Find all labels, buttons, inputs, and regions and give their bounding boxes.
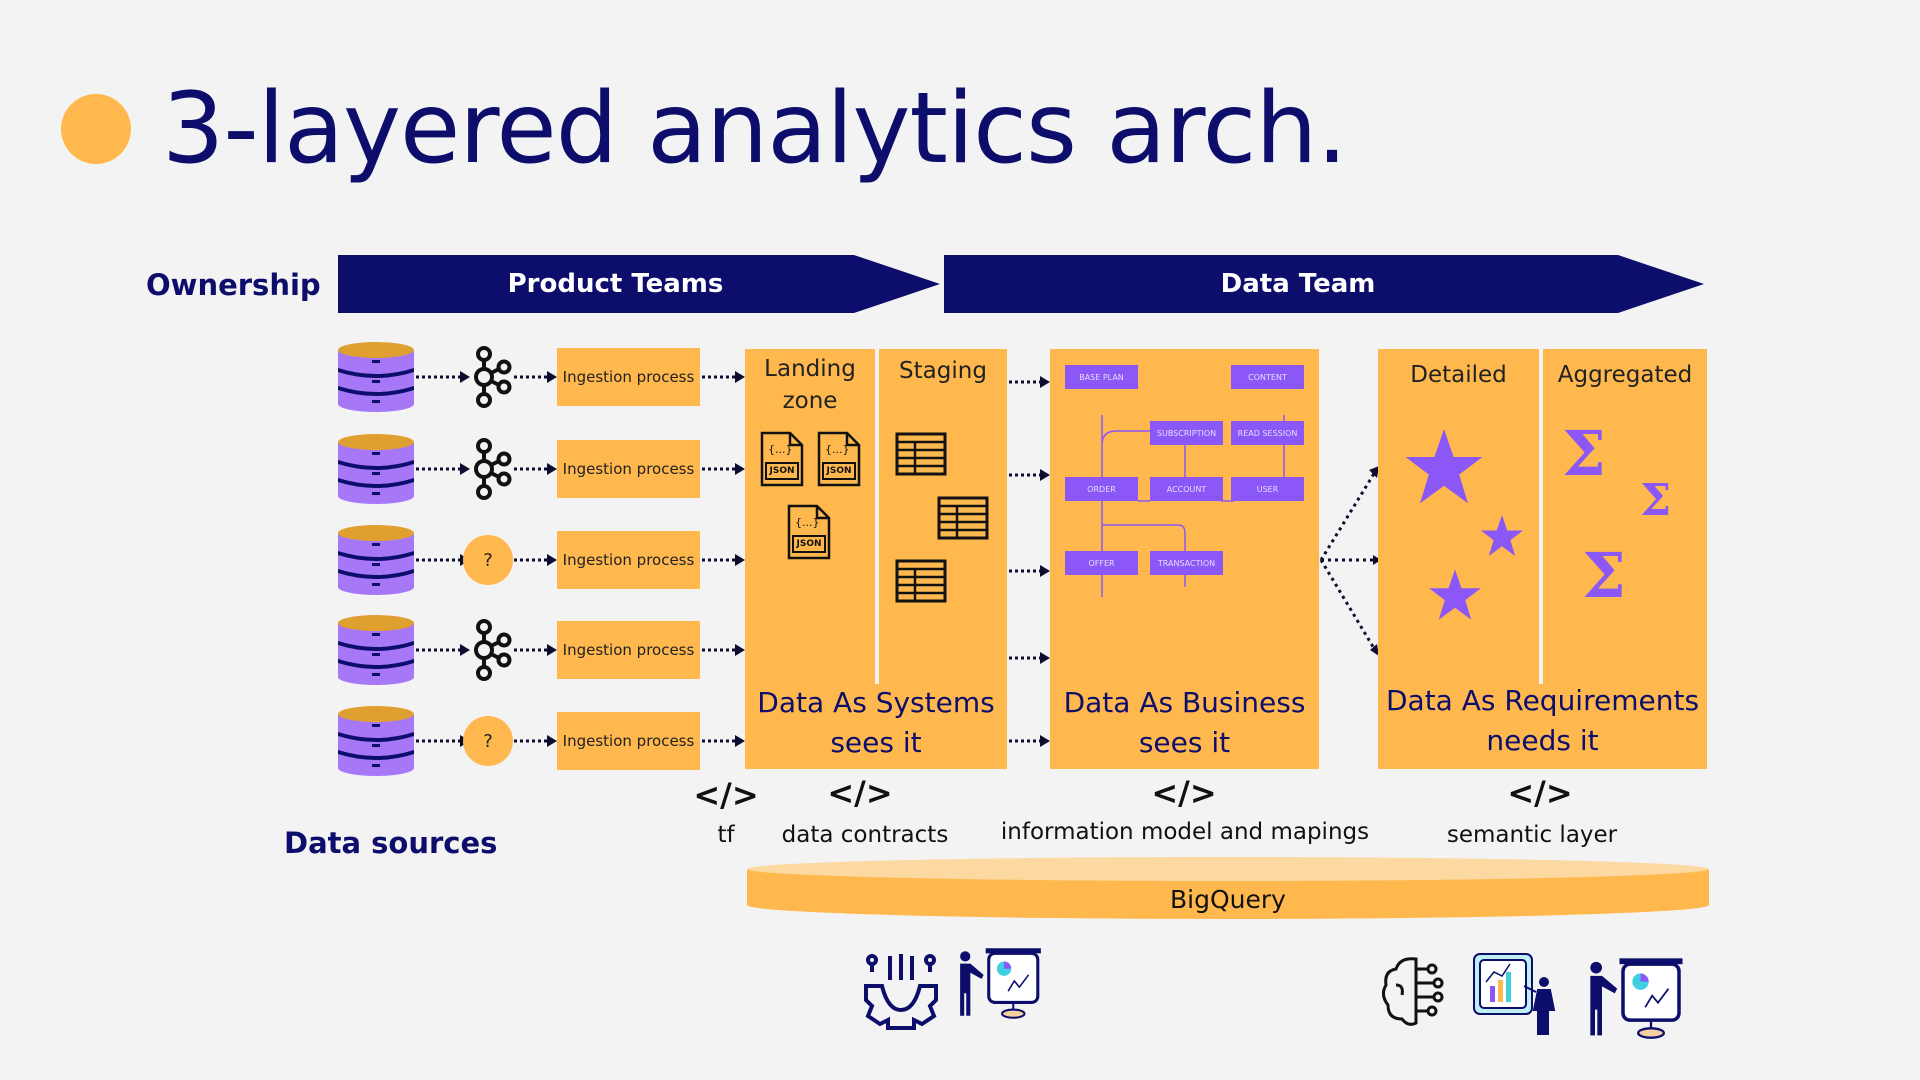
json-file-label: JSON [769, 466, 795, 476]
divider [1539, 349, 1543, 684]
dotted-arrow [1009, 376, 1050, 388]
dotted-arrow [514, 371, 557, 383]
landing-zone-title: Landing zone [764, 356, 856, 414]
kafka-icon [472, 438, 512, 500]
staging-title: Staging [899, 358, 987, 384]
code-icon: </> [827, 774, 893, 812]
caption-semantic-layer: semantic layer [1446, 822, 1618, 848]
business-footer: Data As Business sees it [1063, 686, 1306, 759]
entity-box: ACCOUNT [1150, 477, 1223, 501]
owner-label: Product Teams [507, 269, 724, 299]
code-icon: </> [1507, 774, 1573, 812]
kafka-icon [472, 346, 512, 408]
unknown-connector-badge: ? [463, 716, 513, 766]
owner-product-teams: Product Teams [338, 255, 940, 313]
entity-box: READ SESSION [1231, 421, 1304, 445]
caption-data-contracts: data contracts [781, 822, 949, 848]
analyst-dashboard-icon [1473, 953, 1556, 1035]
entity-box: ORDER [1065, 477, 1138, 501]
table-icon [895, 432, 947, 476]
entity-box: TRANSACTION [1150, 551, 1223, 575]
aggregated-title: Aggregated [1557, 362, 1693, 388]
dotted-arrow [1009, 469, 1050, 481]
ingestion-process-box: Ingestion process [557, 621, 700, 679]
ownership-label: Ownership [146, 268, 321, 302]
code-icon: </> [1151, 774, 1217, 812]
entity-box: USER [1231, 477, 1304, 501]
page-title: 3-layered analytics arch. [162, 72, 1348, 186]
ingestion-process-box: Ingestion process [557, 348, 700, 406]
dotted-arrow [702, 644, 745, 656]
bigquery-platform [747, 857, 1709, 919]
dotted-arrow [514, 554, 557, 566]
owner-label: Data Team [1220, 269, 1376, 299]
business-layer: BASE PLAN CONTENT SUBSCRIPTION READ SESSION… [1050, 349, 1319, 769]
fan-arrows [1319, 466, 1381, 656]
entity-box: SUBSCRIPTION [1150, 421, 1223, 445]
systems-footer: Data As Systems sees it [757, 686, 995, 759]
presenter-icon [955, 946, 1047, 1020]
kafka-icon [472, 619, 512, 681]
dotted-arrow [702, 554, 745, 566]
json-file-label: JSON [826, 466, 852, 476]
dotted-arrow [1009, 565, 1050, 577]
requirements-layer: Detailed Aggregated Σ Σ Σ Data As Requir… [1378, 349, 1707, 769]
dotted-arrow [1009, 735, 1050, 747]
owner-data-team: Data Team [944, 255, 1704, 313]
dotted-arrow [514, 644, 557, 656]
data-sources-label: Data sources [284, 826, 498, 860]
ingestion-process-box: Ingestion process [557, 440, 700, 498]
entity-box: BASE PLAN [1065, 365, 1138, 389]
bigquery-label: BigQuery [1170, 885, 1286, 914]
dotted-arrow [416, 735, 470, 747]
sigma-icon: Σ [1640, 475, 1672, 526]
star-icon [1480, 515, 1524, 557]
json-file-label: JSON [796, 539, 822, 549]
requirements-footer: Data As Requirements needs it [1385, 684, 1700, 757]
sigma-icon: Σ [1582, 539, 1626, 612]
ingestion-process-box: Ingestion process [557, 531, 700, 589]
dotted-arrow [416, 371, 470, 383]
database-icon [338, 615, 414, 685]
title-bullet [61, 94, 131, 164]
dotted-arrow [416, 463, 470, 475]
code-icon: </> [693, 776, 759, 814]
dotted-arrow [1009, 652, 1050, 664]
entity-box: CONTENT [1231, 365, 1304, 389]
star-icon [1404, 429, 1484, 505]
entity-box: OFFER [1065, 551, 1138, 575]
ai-brain-icon [1381, 957, 1444, 1026]
dotted-arrow [416, 644, 470, 656]
divider [875, 349, 879, 684]
dotted-arrow [702, 735, 745, 747]
table-icon [895, 559, 947, 603]
star-icon [1428, 569, 1482, 621]
database-icon [338, 434, 414, 504]
dotted-arrow [514, 463, 557, 475]
database-icon [338, 706, 414, 776]
dotted-arrow [416, 554, 470, 566]
sigma-icon: Σ [1562, 417, 1606, 490]
dotted-arrow [702, 463, 745, 475]
detailed-title: Detailed [1410, 362, 1507, 388]
presenter-icon [1584, 956, 1690, 1040]
ingestion-process-box: Ingestion process [557, 712, 700, 770]
dotted-arrow [514, 735, 557, 747]
dotted-arrow [702, 371, 745, 383]
caption-tf: tf [717, 822, 735, 848]
database-icon [338, 342, 414, 412]
table-icon [937, 496, 989, 540]
caption-information-model: information model and mapings [1000, 819, 1370, 845]
unknown-connector-badge: ? [463, 535, 513, 585]
database-icon [338, 525, 414, 595]
gear-circuit-icon [864, 954, 938, 1030]
systems-layer: Landing zone Staging JSON JSON JSON Data… [745, 349, 1007, 769]
